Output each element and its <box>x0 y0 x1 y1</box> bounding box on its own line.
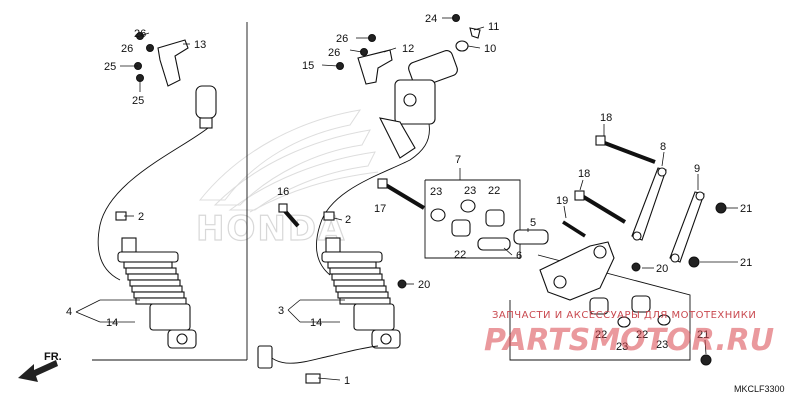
callout-22: 22 <box>488 185 500 197</box>
callout-20: 20 <box>418 279 430 291</box>
leader-lines <box>75 17 738 381</box>
callout-21: 21 <box>740 203 752 215</box>
callout-2: 2 <box>345 214 351 226</box>
callout-17: 17 <box>374 203 386 215</box>
callout-11: 11 <box>488 21 499 33</box>
shock-reservoir-assembly <box>336 14 481 159</box>
watermark-tagline: ЗАПЧАСТИ И АКСЕССУАРЫ ДЛЯ МОТОТЕХНИКИ <box>492 310 756 321</box>
left-shock-absorber <box>97 85 217 349</box>
callout-13: 13 <box>194 39 206 51</box>
sensor-harness <box>257 345 379 384</box>
callout-22: 22 <box>636 329 648 341</box>
diagram-code: MKCLF3300 <box>734 384 785 394</box>
callout-labels: 26 26 13 25 25 2 4 14 26 26 15 12 24 11 … <box>66 13 752 387</box>
callout-3: 3 <box>278 305 284 317</box>
callout-23: 23 <box>430 186 442 198</box>
callout-9: 9 <box>694 163 700 175</box>
watermark-brand: PARTSMOTOR.RU <box>484 323 774 358</box>
section-frames <box>92 22 691 361</box>
callout-7: 7 <box>455 154 461 166</box>
callout-26: 26 <box>328 47 340 59</box>
left-upper-bracket <box>134 32 189 87</box>
callout-25: 25 <box>132 95 144 107</box>
callout-23: 23 <box>656 339 668 351</box>
bolts-16-17 <box>278 178 426 289</box>
callout-26: 26 <box>336 33 348 45</box>
callout-18: 18 <box>600 112 612 124</box>
honda-wing-logo: HONDA <box>195 109 379 250</box>
callout-25: 25 <box>104 61 116 73</box>
callout-18: 18 <box>578 168 590 180</box>
honda-logo-text: HONDA <box>196 209 346 249</box>
direction-label: FR. <box>44 351 62 363</box>
suspension-links <box>562 135 727 272</box>
callout-26: 26 <box>134 28 146 40</box>
callout-2: 2 <box>138 211 144 223</box>
callout-16: 16 <box>277 186 289 198</box>
callout-21: 21 <box>740 257 752 269</box>
callout-23: 23 <box>616 341 628 353</box>
callout-15: 15 <box>302 60 314 72</box>
callout-19: 19 <box>556 195 568 207</box>
callout-6: 6 <box>516 250 522 262</box>
callout-4: 4 <box>66 306 72 318</box>
front-direction-arrow-icon: FR. <box>18 351 62 382</box>
callout-23: 23 <box>464 185 476 197</box>
callout-22: 22 <box>454 249 466 261</box>
watermark: ЗАПЧАСТИ И АКСЕССУАРЫ ДЛЯ МОТОТЕХНИКИ PA… <box>484 310 774 358</box>
callout-22: 22 <box>595 329 607 341</box>
callout-10: 10 <box>484 43 496 55</box>
bushing-set <box>430 199 549 251</box>
callout-20: 20 <box>656 263 668 275</box>
callout-21: 21 <box>697 329 709 341</box>
callout-14: 14 <box>310 317 322 329</box>
callout-24: 24 <box>425 13 437 25</box>
callout-1: 1 <box>344 375 350 387</box>
callout-26: 26 <box>121 43 133 55</box>
callout-12: 12 <box>402 43 414 55</box>
callout-8: 8 <box>660 141 666 153</box>
callout-5: 5 <box>530 217 536 229</box>
right-shock-absorber <box>316 79 430 349</box>
callout-14: 14 <box>106 317 118 329</box>
shock-arm <box>539 241 712 366</box>
